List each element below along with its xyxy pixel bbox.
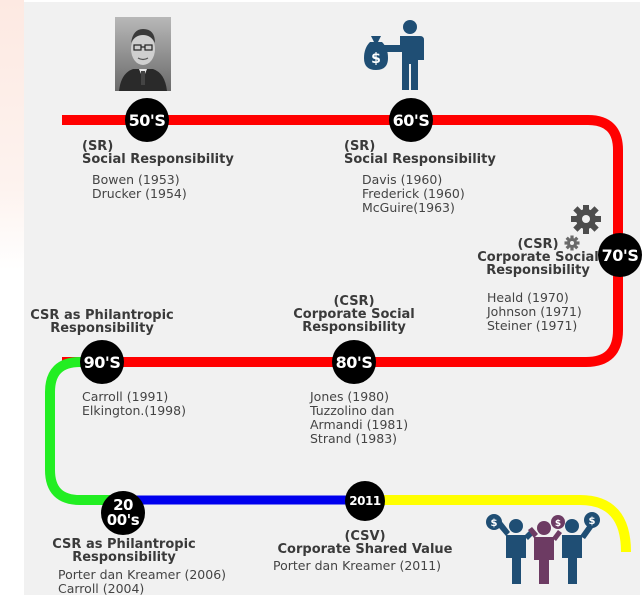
node-60s: 60'S	[389, 98, 433, 142]
era-80s-title-line1: Corporate Social	[293, 307, 415, 322]
era-70s-title-line1: Corporate Social	[477, 250, 599, 265]
money-team-icon: $ $ $	[486, 508, 602, 586]
era-2011-refs: Porter dan Kreamer (2011)	[273, 559, 441, 573]
node-90s: 90'S	[80, 340, 124, 384]
node-2000s: 20 00's	[101, 491, 145, 535]
era-2011-title: Corporate Shared Value	[277, 542, 453, 557]
era-90s-title-line1: CSR as Philantropic	[30, 308, 174, 323]
green-track	[45, 357, 120, 505]
era-90s-heading: CSR as Philantropic Responsibility	[28, 309, 176, 335]
era-60s-abbr: (SR)	[344, 139, 376, 154]
node-2000s-line1: 20	[113, 496, 133, 514]
svg-text:$: $	[371, 51, 381, 67]
era-2000s-refs: Porter dan Kreamer (2006) Carroll (2004)	[58, 568, 226, 596]
era-70s-refs: Heald (1970) Johnson (1971) Steiner (197…	[487, 291, 582, 333]
era-70s-abbr: (CSR)	[517, 237, 559, 252]
ref-item: Frederick (1960)	[362, 186, 465, 201]
portrait-photo	[115, 17, 171, 91]
ref-item: Steiner (1971)	[487, 318, 578, 333]
ref-item: Drucker (1954)	[92, 186, 187, 201]
era-70s-title-line2: Responsibility	[486, 263, 590, 278]
era-60s-title: Social Responsibility	[344, 152, 496, 167]
node-2011: 2011	[345, 481, 385, 521]
yellow-track	[365, 495, 631, 553]
ref-item: Armandi (1981)	[310, 417, 409, 432]
ref-item: Heald (1970)	[487, 290, 569, 305]
node-70s: 70'S	[598, 233, 642, 277]
left-edge-fade	[0, 0, 24, 270]
era-80s-title-line2: Responsibility	[302, 320, 406, 335]
ref-item: McGuire(1963)	[362, 200, 455, 215]
era-50s-refs: Bowen (1953) Drucker (1954)	[92, 173, 187, 201]
ref-item: Bowen (1953)	[92, 172, 180, 187]
ref-item: Jones (1980)	[310, 389, 389, 404]
era-2000s-heading: CSR as Philantropic Responsibility	[50, 538, 198, 564]
era-80s-heading: (CSR) Corporate Social Responsibility	[284, 295, 424, 334]
svg-text:$: $	[555, 519, 561, 529]
ref-item: Tuzzolino dan	[310, 403, 395, 418]
era-2000s-title-line1: CSR as Philantropic	[52, 537, 196, 552]
era-60s-refs: Davis (1960) Frederick (1960) McGuire(19…	[362, 173, 465, 215]
era-80s-refs: Jones (1980) Tuzzolino dan Armandi (1981…	[310, 390, 408, 446]
era-70s-heading: (CSR) Corporate Social Responsibility	[470, 238, 606, 277]
era-50s-abbr: (SR)	[82, 139, 114, 154]
era-2011-abbr: (CSV)	[344, 529, 386, 544]
era-80s-abbr: (CSR)	[333, 294, 375, 309]
ref-item: Porter dan Kreamer (2006)	[58, 567, 227, 582]
gears-icon	[564, 204, 606, 253]
ref-item: Carroll (1991)	[82, 389, 169, 404]
ref-item: Carroll (2004)	[58, 581, 145, 596]
era-90s-title-line2: Responsibility	[50, 321, 154, 336]
ref-item: Johnson (1971)	[487, 304, 582, 319]
node-80s: 80'S	[332, 340, 376, 384]
era-50s-heading: (SR) Social Responsibility	[82, 140, 234, 166]
era-2011-heading: (CSV) Corporate Shared Value	[272, 530, 458, 556]
era-60s-heading: (SR) Social Responsibility	[344, 140, 496, 166]
node-2000s-line2: 00's	[106, 511, 140, 529]
ref-item: Strand (1983)	[310, 431, 398, 446]
ref-item: Davis (1960)	[362, 172, 443, 187]
ref-item: Elkington.(1998)	[82, 403, 186, 418]
era-2000s-title-line2: Responsibility	[72, 550, 176, 565]
node-50s: 50'S	[125, 98, 169, 142]
era-90s-refs: Carroll (1991) Elkington.(1998)	[82, 390, 186, 418]
era-50s-title: Social Responsibility	[82, 152, 234, 167]
svg-text:$: $	[491, 518, 498, 529]
money-bag-person-icon: $	[362, 18, 426, 90]
ref-item: Porter dan Kreamer (2011)	[273, 558, 442, 573]
svg-text:$: $	[589, 516, 596, 527]
